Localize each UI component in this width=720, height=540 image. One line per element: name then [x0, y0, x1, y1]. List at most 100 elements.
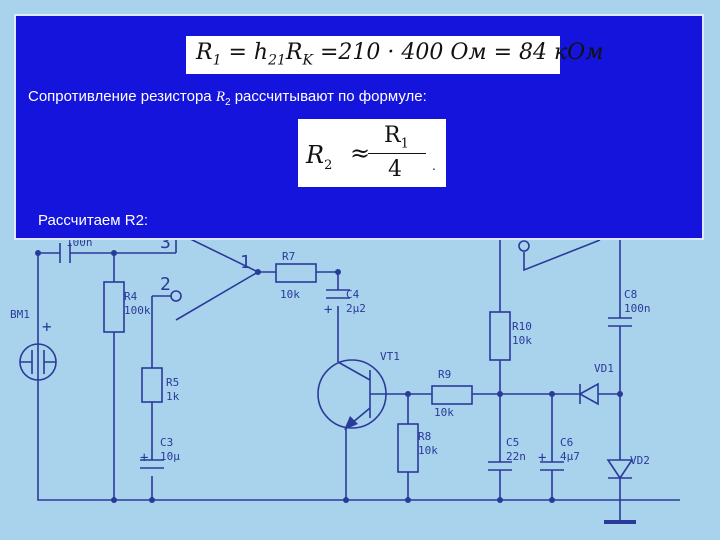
capacitor-top: [59, 243, 71, 263]
label-pin1: 1: [240, 252, 251, 273]
formula-r1-lhs: R: [196, 40, 213, 65]
formula-r2-lhs-letter: R: [306, 141, 325, 169]
capacitor-c5: [488, 461, 512, 471]
junction: [549, 391, 555, 397]
label-c4-plus: +: [324, 302, 332, 318]
label-c6: C6: [560, 436, 573, 449]
formula-r2-approx: ≈: [350, 139, 371, 167]
label-c8: C8: [624, 288, 637, 301]
label-c4-value: 2μ2: [346, 302, 366, 315]
label-r9-value: 10k: [434, 406, 454, 419]
junction: [149, 497, 155, 503]
wire-r8: [407, 393, 432, 500]
transistor-collector: [337, 361, 371, 381]
junction: [497, 391, 503, 397]
label-vt1: VT1: [380, 350, 400, 363]
junction: [255, 269, 261, 275]
formula-r1-h-sub: 21: [268, 52, 286, 69]
text-line-1-suffix: рассчитывают по формуле:: [230, 88, 427, 105]
opamp2-pin-dot: [518, 240, 530, 252]
junction: [335, 269, 341, 275]
diode-vd1: [578, 382, 599, 406]
resistor-r5: [141, 367, 163, 403]
label-r8: R8: [418, 430, 431, 443]
text-line-1: Сопротивление резистора R2 рассчитывают …: [28, 88, 427, 108]
label-r4: R4: [124, 290, 138, 303]
label-vd1: VD1: [594, 362, 614, 375]
resistor-r8: [397, 423, 419, 473]
formula-r1-rest: =210 · 400 Ом = 84 кОм: [312, 40, 604, 65]
junction: [405, 497, 411, 503]
label-pin2: 2: [160, 274, 171, 295]
junction: [405, 391, 411, 397]
formula-r2-lhs: R2: [306, 141, 332, 173]
wire-pin2: [151, 240, 177, 500]
label-r5-value: 1k: [166, 390, 180, 403]
emitter-arrow: [344, 416, 358, 430]
formula-r2-lhs-sub: 2: [324, 157, 333, 173]
label-c8-value: 100n: [624, 302, 651, 315]
formula-r2: R2 ≈ R1 4 .: [298, 119, 446, 187]
formula-r1-eq: =: [221, 40, 254, 65]
label-c3-value: 10μ: [160, 450, 180, 463]
label-c5: C5: [506, 436, 519, 449]
label-r10-value: 10k: [512, 334, 532, 347]
resistor-r9: [431, 385, 473, 405]
text-line-1-sub: 2: [224, 97, 231, 108]
opamp-body: [175, 231, 260, 321]
junction: [549, 497, 555, 503]
junction: [343, 497, 349, 503]
opamp-pin2-dot: [170, 290, 182, 302]
label-r5: R5: [166, 376, 179, 389]
formula-r1-h: h: [253, 40, 269, 65]
label-vd2: VD2: [630, 454, 650, 467]
label-r10: R10: [512, 320, 532, 333]
label-r7: R7: [282, 250, 295, 263]
label-r7-value: 10k: [280, 288, 300, 301]
formula-r2-numerator: R1: [384, 123, 409, 151]
formula-r2-denominator: 4: [388, 157, 402, 182]
transistor-base: [369, 370, 408, 418]
junction: [35, 250, 41, 256]
label-c5-value: 22n: [506, 450, 526, 463]
capacitor-c4: [326, 289, 350, 299]
junction: [111, 497, 117, 503]
resistor-r10: [489, 311, 511, 361]
formula-r2-dot: .: [432, 159, 436, 173]
capacitor-c3: [140, 459, 164, 469]
label-c3: C3: [160, 436, 173, 449]
label-c6-value: 4μ7: [560, 450, 580, 463]
formula-r1-rk-sub: K: [302, 52, 313, 69]
text-line-1-prefix: Сопротивление резистора: [28, 88, 216, 105]
opamp2-body: [523, 239, 601, 272]
junction: [617, 391, 623, 397]
formula-r2-num-sub: 1: [400, 136, 409, 152]
label-r4-value: 100k: [124, 304, 151, 317]
label-c4: C4: [346, 288, 360, 301]
label-pin3: 3: [160, 232, 171, 253]
formula-r1-rk: R: [285, 40, 303, 65]
label-c3-plus: +: [140, 450, 148, 466]
resistor-r7: [275, 263, 317, 283]
formula-r2-fraction-bar: [368, 153, 426, 154]
formula-r1-lhs-sub: 1: [212, 52, 222, 69]
text-line-2: Рассчитаем R2:: [38, 212, 149, 229]
text-line-1-var: R: [215, 89, 225, 105]
wire-left-vertical: [37, 253, 620, 501]
formula-r1: R1 = h21RK =210 · 400 Ом = 84 кОм: [186, 36, 603, 74]
label-r9: R9: [438, 368, 451, 381]
label-bm1: BM1: [10, 308, 30, 321]
capacitor-c8: [608, 317, 632, 327]
mic-bm1-plates: [20, 350, 56, 374]
resistor-r4: [103, 281, 125, 333]
label-c6-plus: +: [538, 450, 546, 466]
text-overlay-panel: R1 = h21RK =210 · 400 Ом = 84 кОм Сопрот…: [14, 14, 704, 240]
diode-vd2: [606, 459, 634, 480]
label-r8-value: 10k: [418, 444, 438, 457]
junction: [497, 497, 503, 503]
capacitor-c6: [540, 461, 564, 471]
junction: [111, 250, 117, 256]
formula-r2-num-letter: R: [384, 123, 401, 148]
label-bm1-plus: +: [42, 317, 52, 336]
